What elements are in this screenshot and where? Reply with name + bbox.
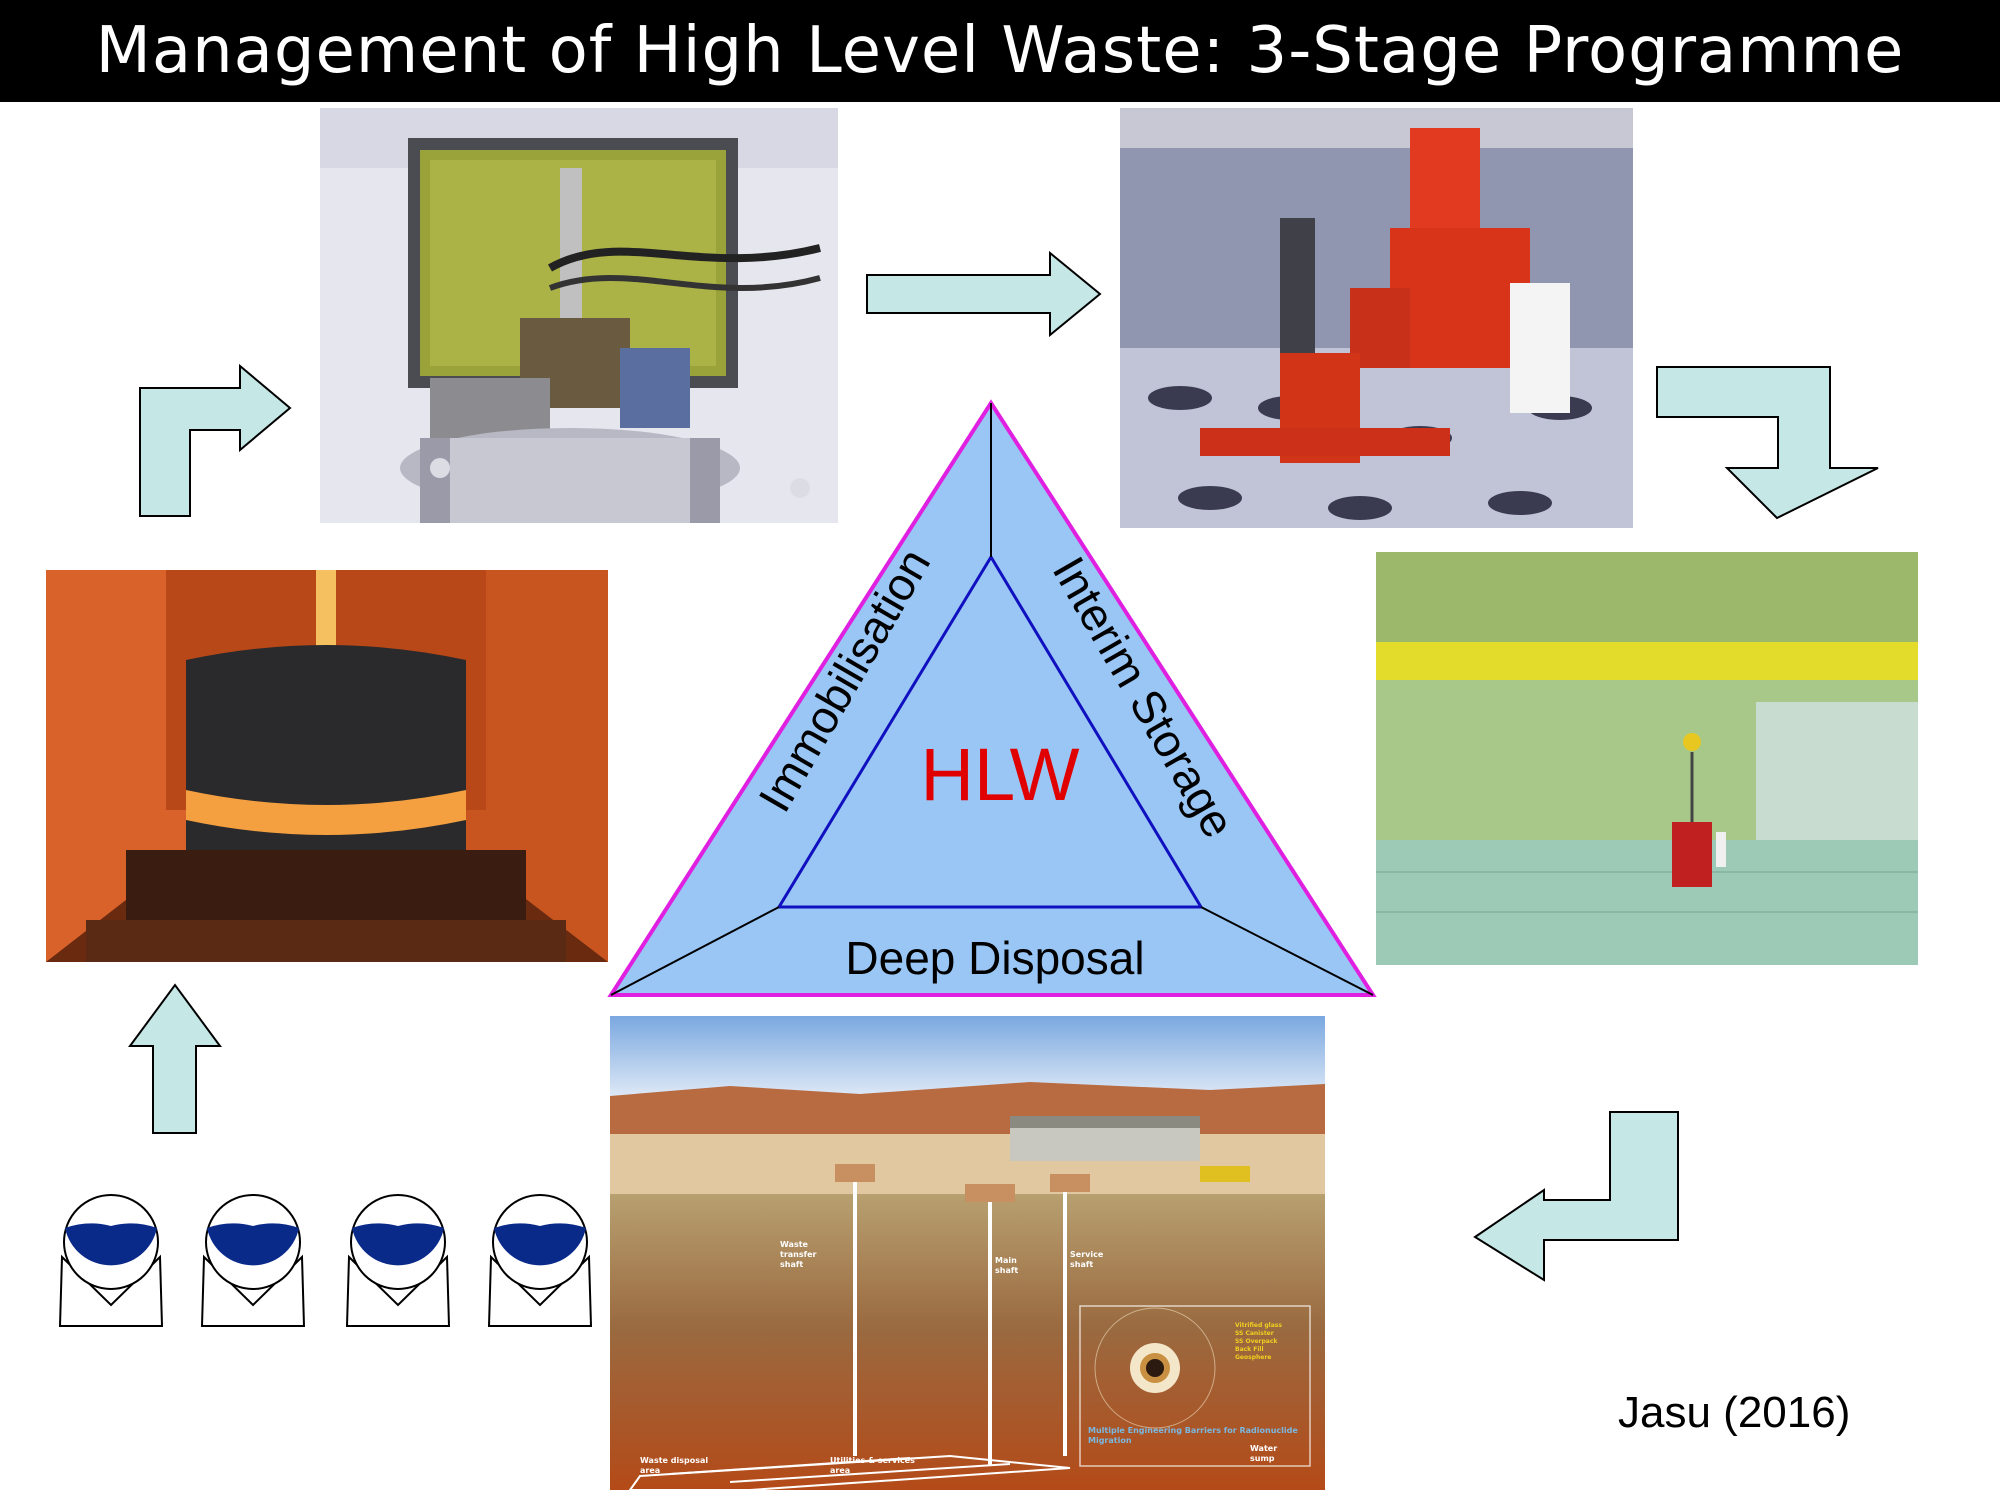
hlw-tank-icon (487, 1194, 593, 1327)
arrow-bend-right-icon (139, 363, 292, 517)
arrow-bend-left-icon (1473, 1111, 1679, 1282)
barrier-layer: Geosphere (1235, 1354, 1272, 1361)
label-waste-transfer-shaft: Waste transfer shaft (780, 1240, 817, 1269)
credit-text: Jasu (2016) (1618, 1388, 1851, 1437)
arrow-bend-down-icon (1656, 366, 1879, 520)
title-bar: Management of High Level Waste: 3-Stage … (0, 0, 2000, 102)
barrier-layer: SS Overpack (1235, 1338, 1278, 1345)
hlw-triangle: HLW Immobilisation Interim Storage Deep … (607, 399, 1377, 997)
barrier-layer: Vitrified glass (1235, 1322, 1282, 1329)
label-main-shaft: Main shaft (995, 1256, 1019, 1275)
barrier-layer: SS Canister (1235, 1330, 1274, 1337)
hlw-tank-icon (58, 1194, 164, 1327)
photo-immobilisation-equipment (320, 108, 838, 523)
photo-deep-repository: Waste transfer shaft Main shaft Service … (610, 1016, 1325, 1490)
photo-vitrification-furnace (46, 570, 608, 962)
page-title: Management of High Level Waste: 3-Stage … (95, 14, 1905, 88)
label-service-shaft: Service shaft (1070, 1250, 1104, 1269)
arrow-up-icon (128, 983, 222, 1134)
label-waste-disposal-area: Waste disposal area (640, 1456, 709, 1475)
deep-disposal-label: Deep Disposal (845, 932, 1144, 984)
photo-storage-hall (1376, 552, 1918, 965)
label-barriers-caption: Multiple Engineering Barriers for Radion… (1088, 1426, 1298, 1445)
barrier-layer: Back Fill (1235, 1346, 1264, 1353)
hlw-tank-icon (345, 1194, 451, 1327)
arrow-right-icon (866, 250, 1102, 338)
label-utilities-area: Utilities & services area (830, 1456, 915, 1475)
hlw-center-label: HLW (921, 733, 1080, 816)
hlw-tank-icon (200, 1194, 306, 1327)
photo-storage-cask (1120, 108, 1633, 528)
barrier-layers-list: Vitrified glass SS Canister SS Overpack … (1235, 1322, 1315, 1362)
label-water-sump: Water sump (1250, 1444, 1278, 1463)
